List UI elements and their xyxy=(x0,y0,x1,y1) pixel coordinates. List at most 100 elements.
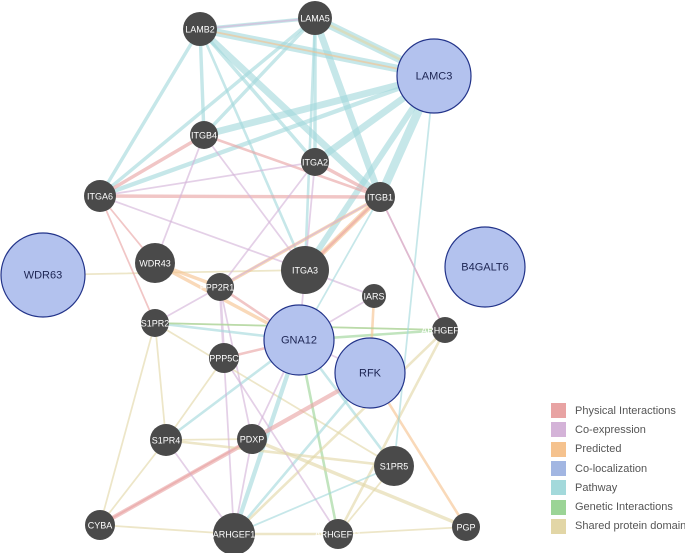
node-rfk[interactable]: RFK xyxy=(334,337,406,409)
node-itga6[interactable]: ITGA6 xyxy=(84,180,116,212)
edge-itgb4-wdr43 xyxy=(154,134,205,264)
edge-s1pr4-s1pr5 xyxy=(164,438,396,468)
node-label-itgb1: ITGB1 xyxy=(367,193,393,203)
legend-label-shared: Shared protein domains xyxy=(575,520,685,533)
node-s1pr2[interactable]: S1PR2 xyxy=(141,309,170,337)
legend-item-genetic: Genetic Interactions xyxy=(551,497,685,516)
node-arhgef1[interactable]: ARHGEF1 xyxy=(213,513,256,553)
legend-item-physical: Physical Interactions xyxy=(551,401,685,420)
node-label-b4galt6: B4GALT6 xyxy=(461,262,509,274)
node-ppp2r1a[interactable]: PPP2R1A xyxy=(200,273,241,301)
legend-label-predicted: Predicted xyxy=(575,443,622,456)
node-pdxp[interactable]: PDXP xyxy=(237,424,267,454)
legend-item-colocalization: Co-localization xyxy=(551,459,685,478)
node-label-rfk: RFK xyxy=(359,368,382,380)
node-circle-lamb2 xyxy=(183,12,217,46)
node-itgb4[interactable]: ITGB4 xyxy=(190,121,218,149)
node-label-itga3: ITGA3 xyxy=(292,266,318,276)
edge-s1pr2-s1pr5 xyxy=(154,322,395,467)
edge-lama5-itga3 xyxy=(303,16,317,272)
node-label-iars: IARS xyxy=(363,292,384,302)
node-circle-itga2 xyxy=(301,148,329,176)
node-label-lama5: LAMA5 xyxy=(300,14,330,24)
legend-label-pathway: Pathway xyxy=(575,481,618,494)
node-label-itga6: ITGA6 xyxy=(87,192,113,202)
node-circle-lama5 xyxy=(298,1,332,35)
node-iars[interactable]: IARS xyxy=(362,284,386,308)
legend-swatch-colocalization xyxy=(551,461,566,477)
node-circle-pgp xyxy=(452,513,480,541)
legend-swatch-physical xyxy=(551,403,566,419)
edge-itgb1-arhgef12 xyxy=(379,196,446,331)
node-label-pgp: PGP xyxy=(456,523,475,533)
edge-ppp5c-s1pr4 xyxy=(165,357,225,441)
node-b4galt6[interactable]: B4GALT6 xyxy=(444,226,526,308)
node-wdr63[interactable]: WDR63 xyxy=(0,232,86,318)
node-label-s1pr5: S1PR5 xyxy=(380,462,409,472)
node-circle-pdxp xyxy=(237,424,267,454)
node-lama5[interactable]: LAMA5 xyxy=(298,1,332,35)
node-label-wdr43: WDR43 xyxy=(139,259,171,269)
edge-lama5-itga6 xyxy=(98,16,317,198)
edge-itgb1-s1pr2 xyxy=(154,196,381,324)
node-circle-ppp2r1a xyxy=(206,273,234,301)
node-arhgef12[interactable]: ARHGEF12 xyxy=(421,317,469,343)
legend-item-shared: Shared protein domains xyxy=(551,517,685,536)
edge-s1pr4-cyba xyxy=(99,439,167,526)
edge-arhgef12-arhgef11 xyxy=(336,328,447,536)
node-circle-b4galt6 xyxy=(444,226,526,308)
node-label-arhgef12: ARHGEF12 xyxy=(421,326,469,336)
node-label-ppp2r1a: PPP2R1A xyxy=(200,283,241,293)
node-label-gna12: GNA12 xyxy=(281,335,317,347)
legend-swatch-pathway xyxy=(551,480,566,496)
edge-arhgef12-arhgef1 xyxy=(232,328,447,536)
node-itga3[interactable]: ITGA3 xyxy=(281,246,329,294)
edge-arhgef11-pgp xyxy=(337,526,467,535)
legend-label-colocalization: Co-localization xyxy=(575,462,648,475)
node-label-ppp5c: PPP5C xyxy=(209,354,239,364)
node-s1pr5[interactable]: S1PR5 xyxy=(374,446,414,486)
edge-lamc3-itga3 xyxy=(302,73,437,273)
node-ppp5c[interactable]: PPP5C xyxy=(209,343,239,373)
edge-lamb2-itgb4 xyxy=(198,27,206,137)
node-circle-wdr43 xyxy=(135,243,175,283)
network-legend: Physical Interactions Co-expression Pred… xyxy=(551,401,685,536)
node-circle-arhgef1 xyxy=(213,513,255,553)
edge-itga2-ppp2r1a xyxy=(219,161,316,288)
edge-s1pr2-s1pr4 xyxy=(154,322,167,441)
node-label-arhgef1: ARHGEF1 xyxy=(213,530,256,540)
node-label-s1pr2: S1PR2 xyxy=(141,319,170,329)
edge-itga6-itgb1 xyxy=(98,194,382,199)
edge-lamb2-itga2 xyxy=(198,27,317,164)
node-lamc3[interactable]: LAMC3 xyxy=(396,38,472,114)
node-s1pr4[interactable]: S1PR4 xyxy=(150,424,182,456)
node-label-lamc3: LAMC3 xyxy=(416,71,453,83)
legend-swatch-shared xyxy=(551,518,566,534)
node-circle-itga6 xyxy=(84,180,116,212)
legend-label-coexpression: Co-expression xyxy=(575,423,646,436)
legend-label-physical: Physical Interactions xyxy=(575,404,676,417)
node-label-itgb4: ITGB4 xyxy=(191,131,217,141)
legend-swatch-predicted xyxy=(551,441,566,457)
node-label-arhgef11: ARHGEF11 xyxy=(315,530,362,540)
node-label-wdr63: WDR63 xyxy=(24,270,63,282)
node-wdr43[interactable]: WDR43 xyxy=(135,243,175,283)
node-circle-itgb1 xyxy=(365,182,395,212)
node-itgb1[interactable]: ITGB1 xyxy=(365,182,395,212)
node-gna12[interactable]: GNA12 xyxy=(263,304,335,376)
node-circle-cyba xyxy=(85,510,115,540)
node-arhgef11[interactable]: ARHGEF11 xyxy=(315,519,362,549)
legend-swatch-coexpression xyxy=(551,422,566,438)
node-pgp[interactable]: PGP xyxy=(452,513,480,541)
legend-swatch-genetic xyxy=(551,499,566,515)
legend-item-predicted: Predicted xyxy=(551,440,685,459)
node-lamb2[interactable]: LAMB2 xyxy=(183,12,217,46)
node-cyba[interactable]: CYBA xyxy=(85,510,115,540)
node-label-lamb2: LAMB2 xyxy=(185,25,215,35)
legend-label-genetic: Genetic Interactions xyxy=(575,501,673,514)
node-circle-itgb4 xyxy=(190,121,218,149)
edge-lamb2-lama5 xyxy=(199,17,316,30)
node-circle-gna12 xyxy=(263,304,335,376)
node-itga2[interactable]: ITGA2 xyxy=(301,148,329,176)
